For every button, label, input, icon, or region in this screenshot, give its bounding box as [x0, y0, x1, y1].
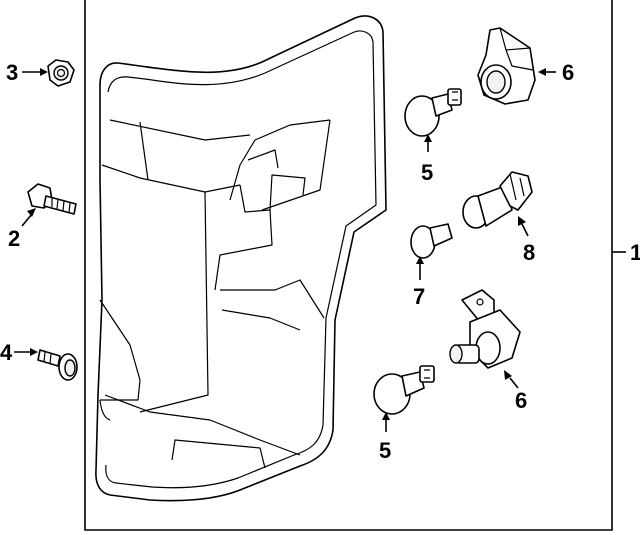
- socket-part-6-bottom: [449, 289, 521, 369]
- arrowhead-8: [518, 216, 526, 226]
- arrowhead-5b: [382, 412, 390, 420]
- callout-label-4: 4: [0, 340, 13, 365]
- callout-label-5-top: 5: [421, 160, 433, 185]
- nut-part-3: [47, 59, 75, 87]
- arrowhead-2: [27, 208, 36, 217]
- bulb-part-5-bottom: [373, 365, 435, 415]
- arrowhead-4: [30, 348, 38, 356]
- callout-label-6-top: 6: [562, 60, 574, 85]
- callout-label-6-bottom: 6: [515, 388, 527, 413]
- leader-line-6b: [509, 377, 519, 389]
- bulb-part-5-top: [404, 88, 462, 137]
- bolt-part-2: [27, 183, 77, 215]
- callout-label-3: 3: [6, 60, 18, 85]
- callout-label-8: 8: [523, 240, 535, 265]
- callout-label-5-bottom: 5: [379, 438, 391, 463]
- callout-label-7: 7: [413, 284, 425, 309]
- arrowhead-7: [416, 256, 424, 264]
- arrowhead-6b: [504, 370, 512, 380]
- assembly-frame: [84, 0, 613, 531]
- screw-part-4: [37, 349, 78, 381]
- bulb-part-7: [410, 223, 453, 259]
- leader-line-2: [21, 213, 33, 227]
- tail-lamp-housing: [95, 15, 387, 502]
- bulb-part-8: [462, 171, 533, 229]
- callout-label-1: 1: [630, 240, 640, 265]
- arrowhead-5a: [424, 134, 432, 142]
- leader-line-8: [521, 223, 529, 237]
- socket-part-6-top: [477, 27, 536, 105]
- callout-label-2: 2: [8, 226, 20, 251]
- arrowhead-3: [40, 68, 48, 76]
- arrowhead-6a: [538, 68, 546, 76]
